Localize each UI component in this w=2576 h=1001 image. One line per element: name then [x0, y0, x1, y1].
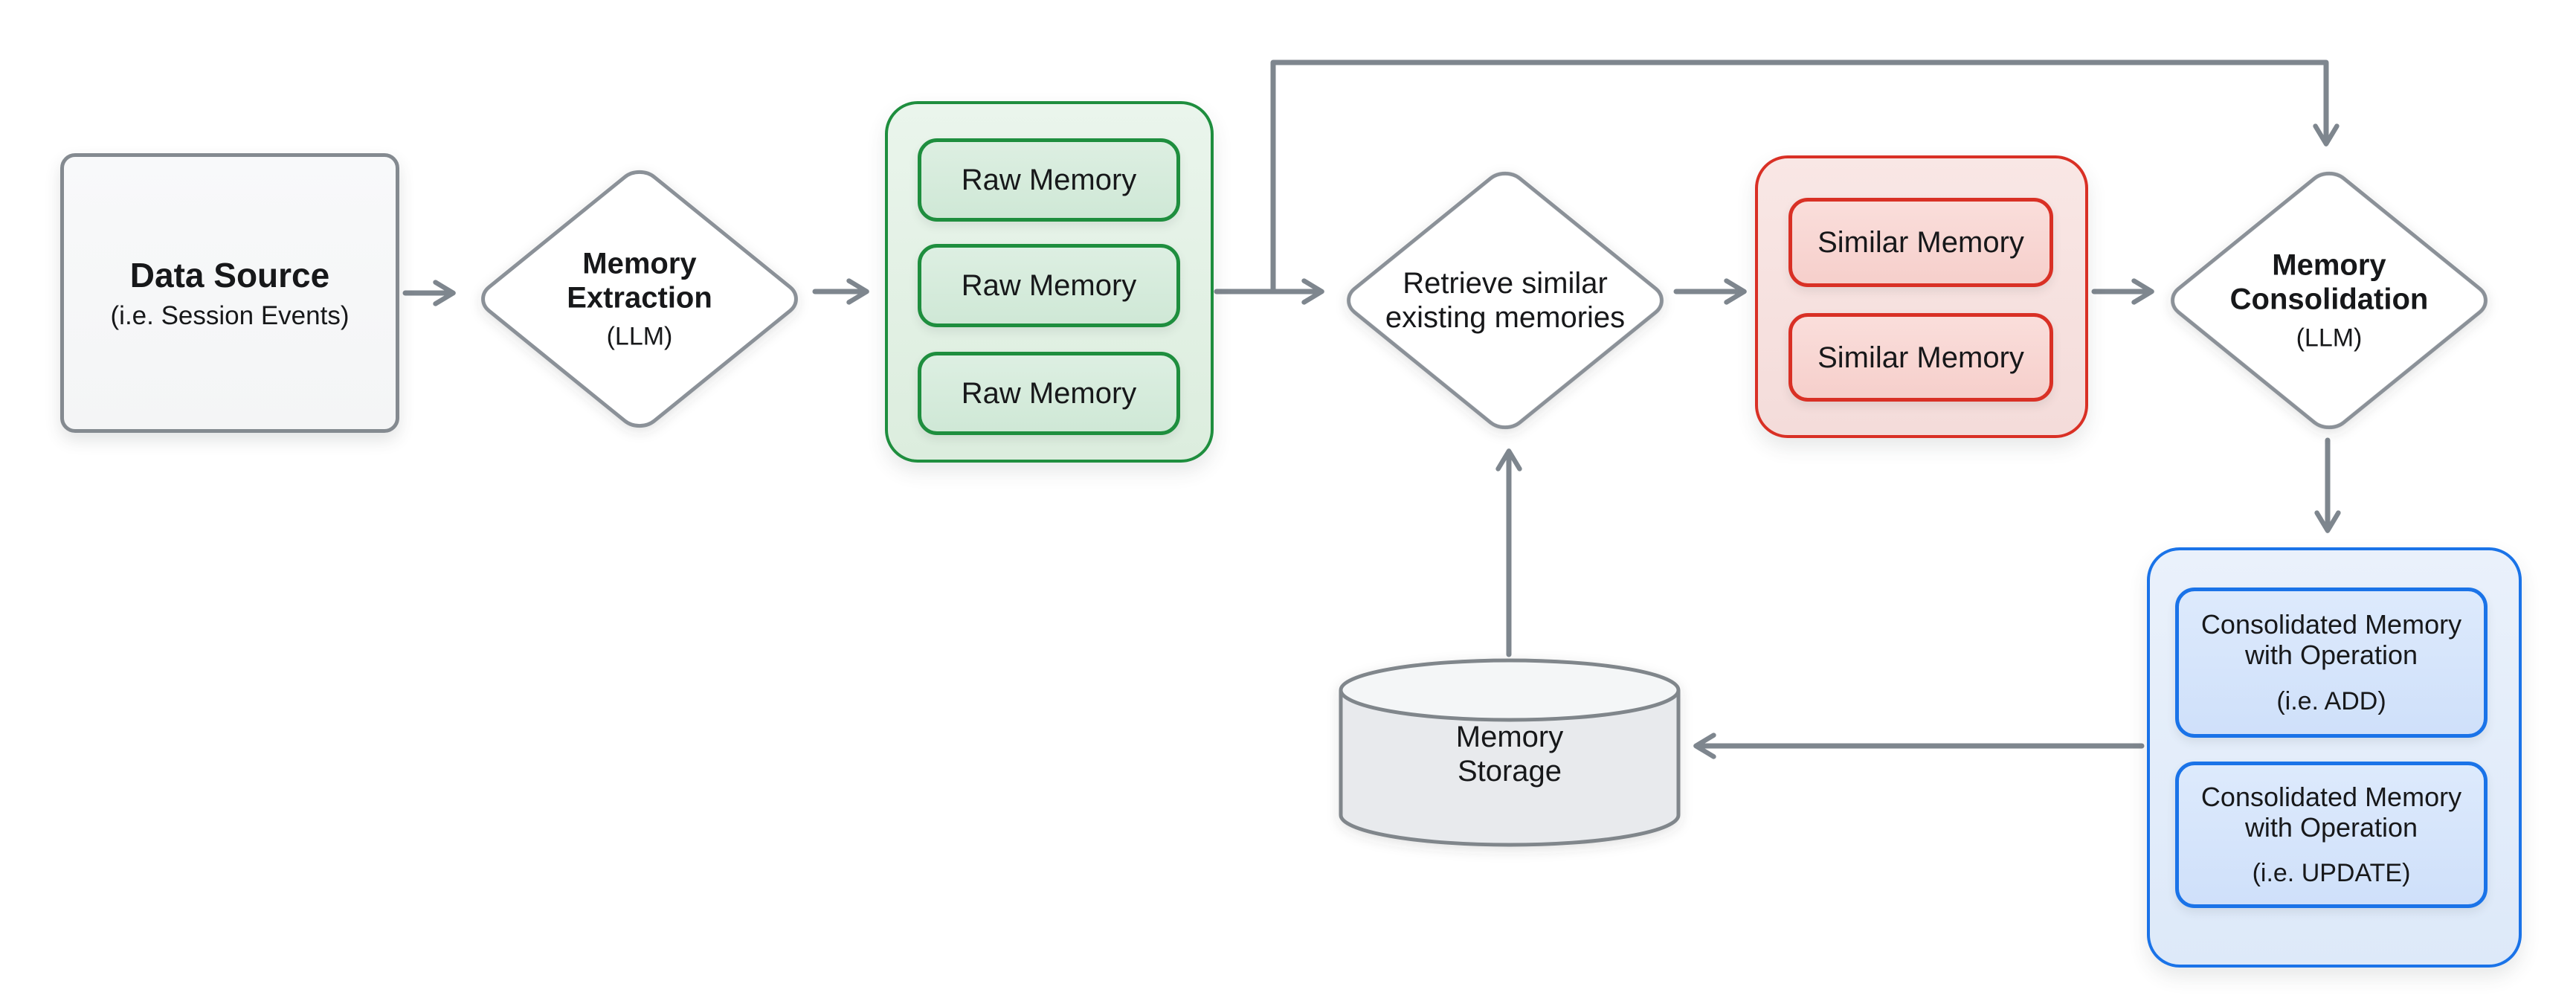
- memory-storage-title: Memory Storage: [1455, 721, 1564, 788]
- memory-extraction-diamond: [474, 165, 805, 433]
- raw-memory-label: Raw Memory: [961, 269, 1137, 302]
- similar-memory-chip: Similar Memory: [1788, 198, 2053, 287]
- similar-memory-label: Similar Memory: [1817, 341, 2024, 374]
- retrieve-memories-title: Retrieve similar existing memories: [1385, 267, 1626, 334]
- memory-storage-cylinder-body: [1339, 690, 1681, 847]
- similar-memory-group: Similar Memory Similar Memory: [1755, 155, 2088, 438]
- similar-memory-chip: Similar Memory: [1788, 313, 2053, 402]
- memory-consolidation-subtitle: (LLM): [2296, 324, 2363, 353]
- consolidated-memory-title: Consolidated Memory with Operation: [2200, 609, 2462, 671]
- raw-memory-chip: Raw Memory: [918, 244, 1180, 327]
- data-source-subtitle: (i.e. Session Events): [110, 301, 350, 330]
- consolidated-memory-subtitle: (i.e. UPDATE): [2252, 859, 2411, 888]
- data-source-node: Data Source (i.e. Session Events): [60, 153, 399, 433]
- similar-memory-label: Similar Memory: [1817, 226, 2024, 259]
- consolidated-memory-chip: Consolidated Memory with Operation (i.e.…: [2175, 588, 2488, 738]
- consolidated-memory-chip: Consolidated Memory with Operation (i.e.…: [2175, 762, 2488, 908]
- consolidated-memory-subtitle: (i.e. ADD): [2276, 686, 2386, 715]
- memory-consolidation-label: Memory Consolidation (LLM): [2203, 248, 2456, 353]
- raw-memory-label: Raw Memory: [961, 164, 1137, 196]
- raw-memory-chip: Raw Memory: [918, 352, 1180, 435]
- memory-extraction-title: Memory Extraction: [567, 247, 712, 315]
- consolidated-memory-title: Consolidated Memory with Operation: [2200, 781, 2462, 843]
- memory-extraction-label: Memory Extraction (LLM): [521, 246, 759, 351]
- memory-consolidation-title: Memory Consolidation: [2229, 248, 2429, 316]
- retrieve-memories-label: Retrieve similar existing memories: [1379, 266, 1632, 335]
- raw-memory-label: Raw Memory: [961, 377, 1137, 410]
- retrieve-memories-diamond: [1340, 167, 1670, 434]
- memory-consolidation-diamond: [2164, 167, 2494, 434]
- memory-extraction-subtitle: (LLM): [606, 322, 673, 351]
- data-source-title: Data Source: [129, 256, 330, 294]
- memory-storage-cylinder: [1339, 658, 1681, 847]
- memory-storage-cylinder-top: [1339, 658, 1681, 722]
- arrow-feedback-top-to-consolidation: [1270, 59, 2340, 293]
- raw-memory-group: Raw Memory Raw Memory Raw Memory: [885, 101, 1214, 463]
- memory-storage-label: Memory Storage: [1420, 720, 1599, 788]
- raw-memory-chip: Raw Memory: [918, 138, 1180, 222]
- consolidated-memory-group: Consolidated Memory with Operation (i.e.…: [2147, 547, 2522, 968]
